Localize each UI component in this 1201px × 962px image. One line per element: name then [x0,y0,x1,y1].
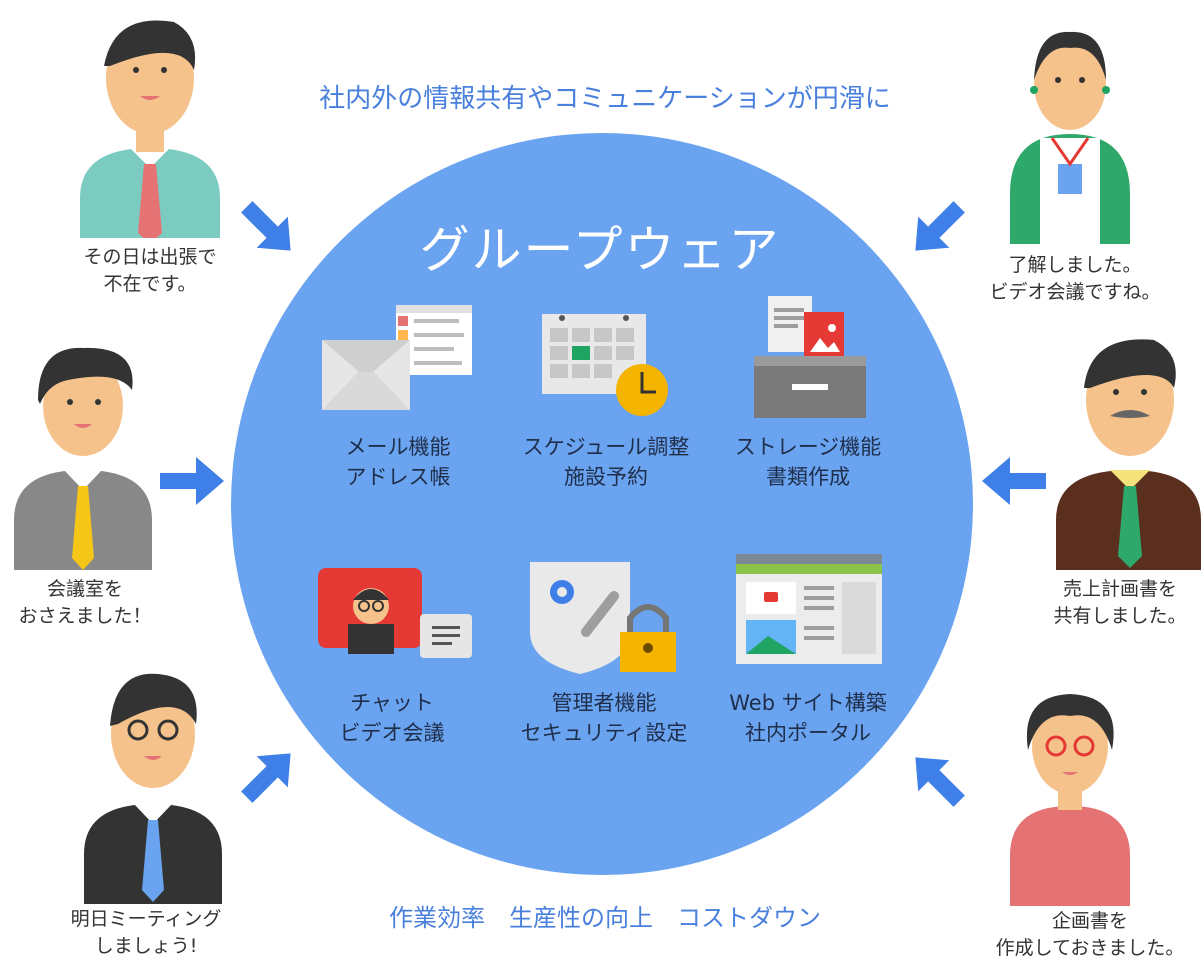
person-mid-right-avatar [1056,339,1201,570]
feature-schedule: スケジュール調整 施設予約 [506,432,706,492]
feature-mail: メール機能 アドレス帳 [298,432,498,492]
person-caption-line2: ビデオ会議ですね。 [989,281,1161,303]
feature-storage-line2: 書類作成 [766,465,850,489]
arrow-icon [915,201,965,251]
calendar-clock-icon [542,314,668,416]
person-mid-left-avatar [14,347,152,570]
person-top-left-avatar [80,20,220,238]
person-caption-bottom-left: 明日ミーティング しましょう! [46,906,246,960]
storage-folder-icon [754,296,866,418]
feature-website-line1: Web サイト構築 [729,691,887,715]
feature-mail-line1: メール機能 [345,435,451,459]
feature-website: Web サイト構築 社内ポータル [708,688,908,748]
feature-admin: 管理者機能 セキュリティ設定 [504,688,704,748]
person-caption-mid-right: 売上計画書を 共有しました。 [1040,576,1200,630]
person-bottom-left-avatar [84,673,222,904]
feature-mail-line2: アドレス帳 [345,465,451,489]
arrow-icon [241,753,291,803]
person-caption-line1: その日は出張で [83,246,217,268]
website-portal-icon [736,554,882,664]
person-caption-top-left: その日は出張で 不在です。 [50,244,250,298]
admin-security-icon [530,562,676,674]
headline: 社内外の情報共有やコミュニケーションが円滑に [319,84,891,114]
feature-storage: ストレージ機能 書類作成 [708,432,908,492]
chat-video-icon [318,568,472,658]
feature-admin-line2: セキュリティ設定 [520,721,688,745]
arrow-icon [915,757,965,807]
arrow-icon [160,457,224,505]
feature-website-line2: 社内ポータル [745,721,871,745]
arrow-icon [982,457,1046,505]
groupware-circle [231,133,973,875]
person-caption-line2: おさえました！ [18,605,152,627]
feature-schedule-line2: 施設予約 [564,465,648,489]
person-caption-line2: 共有しました。 [1053,605,1187,627]
person-caption-line1: 了解しました。 [1008,254,1142,276]
circle-title: グループウェア [419,221,781,279]
person-caption-bottom-right: 企画書を 作成しておきました。 [990,908,1190,962]
arrow-icon [241,201,291,251]
person-caption-mid-left: 会議室を おさえました！ [0,576,170,630]
person-caption-line2: 不在です。 [103,273,197,295]
person-caption-line1: 企画書を [1051,910,1128,932]
mail-addressbook-icon [322,305,472,410]
person-bottom-right-avatar [1010,694,1130,906]
person-caption-top-right: 了解しました。 ビデオ会議ですね。 [980,252,1170,306]
person-caption-line2: しましょう! [94,935,198,957]
bottom-benefits: 作業効率 生産性の向上 コストダウン [389,904,821,932]
feature-storage-line1: ストレージ機能 [734,435,882,459]
person-caption-line1: 会議室を [46,578,123,600]
person-caption-line1: 明日ミーティング [70,908,222,930]
person-caption-line1: 売上計画書を [1062,578,1177,600]
feature-admin-line1: 管理者機能 [551,691,657,715]
feature-chat: チャット ビデオ会議 [292,688,492,748]
feature-schedule-line1: スケジュール調整 [522,435,690,459]
person-caption-line2: 作成しておきました。 [995,937,1185,959]
feature-chat-line2: ビデオ会議 [339,721,445,745]
person-top-right-avatar [1010,31,1130,244]
feature-chat-line1: チャット [350,691,434,715]
